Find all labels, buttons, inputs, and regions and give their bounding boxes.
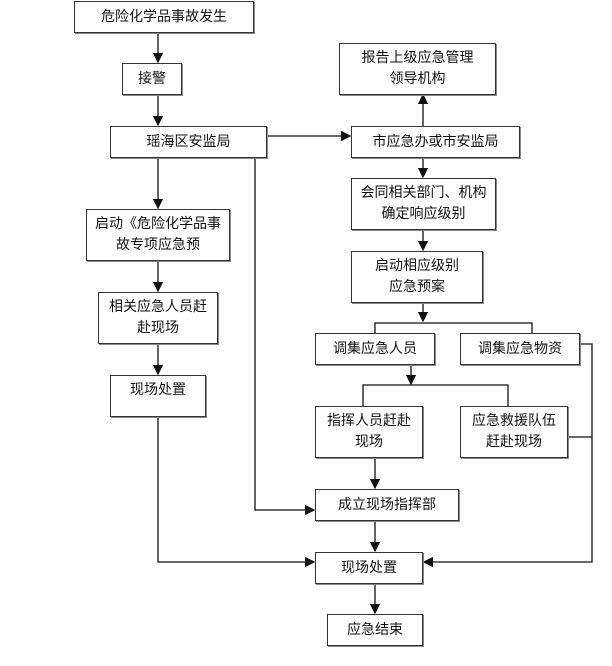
node-commanders: 指挥人员赶赴现场 bbox=[315, 406, 423, 458]
node-command-post: 成立现场指挥部 bbox=[315, 489, 459, 521]
arrow-district-post bbox=[254, 157, 316, 516]
node-end: 应急结束 bbox=[327, 614, 423, 646]
node-special-plan: 启动《危险化学品事故专项应急预 bbox=[86, 209, 230, 261]
branch-staff bbox=[362, 384, 509, 406]
node-report: 报告上级应急管理领导机构 bbox=[339, 43, 496, 95]
node-level: 会同相关部门、机构确定响应级别 bbox=[351, 178, 496, 230]
node-incident: 危险化学品事故发生 bbox=[74, 1, 254, 33]
node-city: 市应急办或市安监局 bbox=[351, 126, 520, 158]
node-gather-supplies: 调集应急物资 bbox=[460, 333, 580, 365]
node-disposal-left: 现场处置 bbox=[110, 375, 206, 417]
arrow-left-disposal bbox=[157, 417, 316, 568]
node-rescue-team: 应急救援队伍赶赴现场 bbox=[460, 406, 568, 458]
node-plan: 启动相应级别应急预案 bbox=[351, 251, 483, 303]
node-gather-staff: 调集应急人员 bbox=[315, 333, 435, 365]
arrow-supplies-disposal bbox=[422, 343, 593, 568]
node-district: 瑶海区安监局 bbox=[110, 126, 267, 158]
node-staff-go: 相关应急人员赶赴现场 bbox=[98, 292, 218, 344]
branch-gather bbox=[374, 322, 533, 333]
node-disposal: 现场处置 bbox=[315, 552, 423, 584]
node-alarm: 接警 bbox=[122, 63, 182, 95]
